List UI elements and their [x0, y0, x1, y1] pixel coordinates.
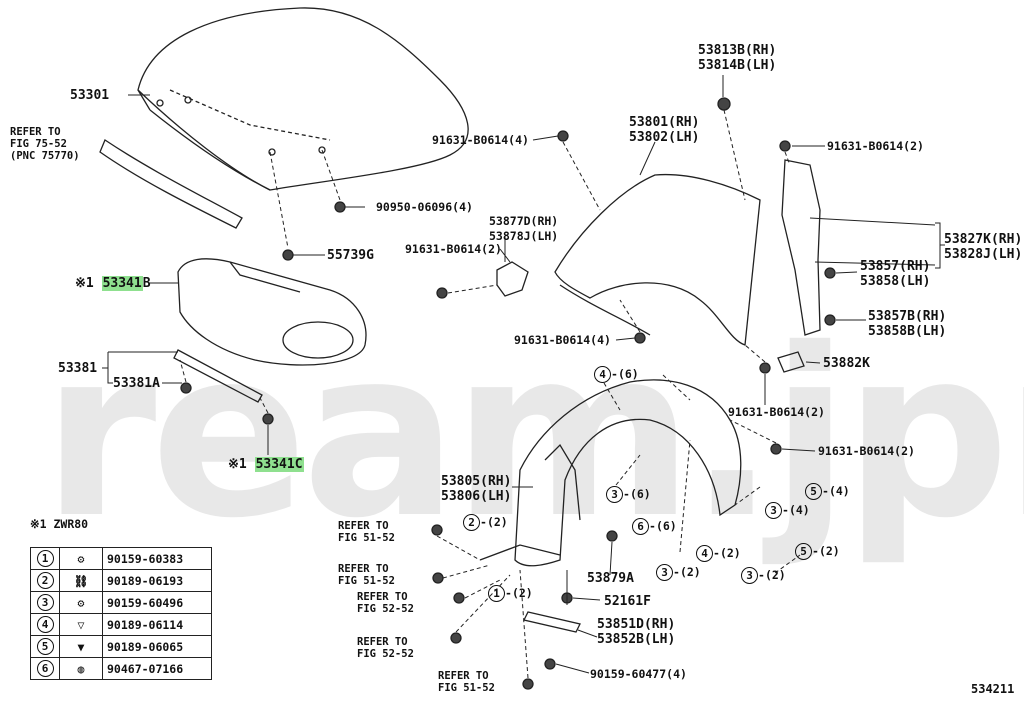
clip-icon: ▽	[59, 613, 103, 636]
refer-fig-51-52-a: REFER TO FIG 51-52	[338, 520, 395, 544]
table-row: 1 ⚙ 90159-60383	[30, 547, 212, 570]
label-screw-90159-60477: 90159-60477(4)	[590, 667, 687, 681]
callout-3: 3-(2)	[656, 564, 701, 581]
bracket-drawing	[496, 261, 529, 297]
mark-1: ※1	[228, 457, 247, 472]
callout-6: 6-(6)	[632, 518, 677, 535]
label-molding-53828j: 53828J(LH)	[944, 247, 1023, 262]
suffix-b: B	[142, 276, 151, 291]
label-clip-53341c: ※1 53341C	[228, 457, 304, 472]
label-stopper-53814b: 53814B(LH)	[698, 58, 777, 73]
figure-number: 534211	[971, 682, 1015, 696]
callout-4: 4-(6)	[594, 366, 639, 383]
label-seal-53381a: 53381A	[113, 376, 160, 391]
label-seal-53858b: 53858B(LH)	[868, 324, 947, 339]
label-bolt-91631-e: 91631-B0614(2)	[728, 405, 825, 419]
label-bracket-53877d: 53877D(RH)	[489, 214, 559, 228]
label-liner-53806: 53806(LH)	[441, 489, 512, 504]
screw-icon: ⚙	[59, 591, 103, 614]
hood-drawing	[137, 7, 469, 191]
refer-fig-52-52-b: REFER TO FIG 52-52	[357, 636, 414, 660]
label-clip-52161f: 52161F	[604, 594, 651, 609]
label-stopper-53813b: 53813B(RH)	[698, 43, 777, 58]
table-row: 5 ▼ 90189-06065	[30, 635, 212, 658]
label-fender-53802: 53802(LH)	[629, 130, 700, 145]
hood-insulator-drawing	[177, 258, 367, 366]
callout-5: 5-(4)	[805, 483, 850, 500]
clip-icon: ◍	[59, 657, 103, 680]
footnote: ※1 ZWR80	[30, 517, 89, 531]
label-bolt-91631-c: 91631-B0614(4)	[514, 333, 611, 347]
label-seal-53381: 53381	[58, 361, 98, 376]
assembly-dashes	[179, 109, 801, 679]
label-bolt-91631-d: 91631-B0614(2)	[827, 139, 924, 153]
table-row: 4 ▽ 90189-06114	[30, 613, 212, 636]
callout-4: 4-(2)	[696, 545, 741, 562]
liner-seal-drawing	[523, 611, 581, 633]
label-cushion-90950: 90950-06096(4)	[376, 200, 473, 214]
label-seal-53858: 53858(LH)	[860, 274, 931, 289]
label-bolt-91631-a: 91631-B0614(4)	[432, 133, 529, 147]
label-molding-53827k: 53827K(RH)	[944, 232, 1023, 247]
refer-fig-75-52: REFER TO FIG 75-52 (PNC 75770)	[10, 126, 80, 162]
mark-1: ※1	[75, 276, 94, 291]
label-clip-55739g: 55739G	[327, 248, 374, 263]
label-seal-53852b: 53852B(LH)	[597, 632, 676, 647]
label-fender-53801: 53801(RH)	[629, 115, 700, 130]
label-seal-53857b: 53857B(RH)	[868, 309, 947, 324]
label-plate-53882k: 53882K	[823, 356, 870, 371]
label-seal-53879a: 53879A	[587, 571, 634, 586]
callout-5: 5-(2)	[795, 543, 840, 560]
plate-drawing	[777, 351, 805, 373]
clip-icon: ▼	[59, 635, 103, 658]
fender-molding-drawing	[781, 159, 821, 336]
label-bolt-91631-b: 91631-B0614(2)	[405, 242, 502, 256]
table-row: 6 ◍ 90467-07166	[30, 657, 212, 680]
refer-fig-52-52-a: REFER TO FIG 52-52	[357, 591, 414, 615]
label-seal-53851d: 53851D(RH)	[597, 617, 676, 632]
hood-seal-drawing	[173, 349, 263, 403]
fasteners	[180, 97, 836, 690]
label-liner-53805: 53805(RH)	[441, 474, 512, 489]
label-bracket-53878j: 53878J(LH)	[489, 229, 559, 243]
table-row: 2 ⛓ 90189-06193	[30, 569, 212, 592]
highlight-53341c: 53341C	[254, 457, 304, 472]
label-hood: 53301	[70, 88, 110, 103]
hood-front-strip	[99, 139, 243, 229]
refer-fig-51-52-c: REFER TO FIG 51-52	[438, 670, 495, 694]
screw-icon: ⚙	[59, 547, 103, 570]
fender-drawing	[554, 173, 761, 346]
label-bolt-91631-f: 91631-B0614(2)	[818, 444, 915, 458]
leader-lines	[102, 75, 945, 674]
callout-3: 3-(6)	[606, 486, 651, 503]
callout-2: 2-(2)	[463, 514, 508, 531]
label-seal-53857: 53857(RH)	[860, 259, 931, 274]
fastener-legend-table: 1 ⚙ 90159-60383 2 ⛓ 90189-06193 3 ⚙ 9015…	[30, 547, 212, 680]
highlight-53341: 53341	[101, 276, 143, 291]
nut-icon: ⛓	[59, 569, 103, 592]
refer-fig-51-52-b: REFER TO FIG 51-52	[338, 563, 395, 587]
callout-3: 3-(4)	[765, 502, 810, 519]
callout-3: 3-(2)	[741, 567, 786, 584]
callout-1: 1-(2)	[488, 585, 533, 602]
table-row: 3 ⚙ 90159-60496	[30, 591, 212, 614]
label-hood-insulator: ※1 53341B	[75, 276, 151, 291]
